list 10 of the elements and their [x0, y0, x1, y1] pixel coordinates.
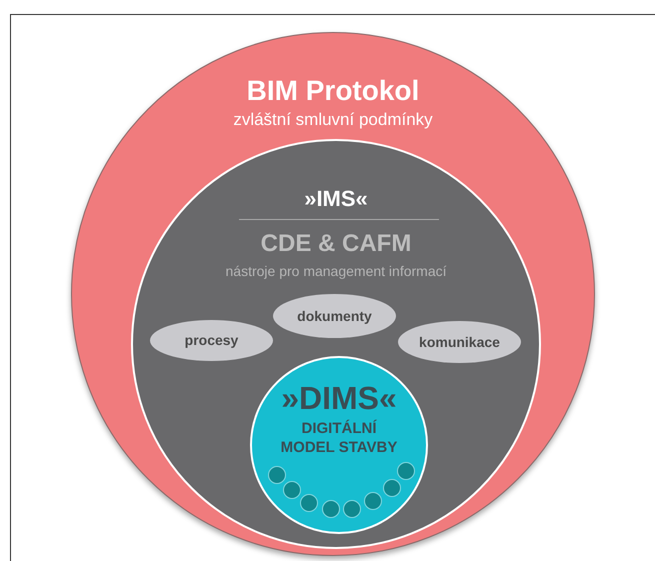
circle-title: »IMS«	[303, 185, 369, 212]
oval-text: komunikace	[419, 332, 500, 352]
circle-subtitle: DIGITÁLNÍ MODEL STAVBY	[280, 420, 398, 458]
circle-heading: CDE & CAFM	[260, 229, 412, 259]
circle-title: »DIMS«	[280, 379, 398, 418]
circle-title: BIM Protokol	[246, 74, 420, 108]
oval-text: procesy	[184, 331, 238, 350]
circle-subtitle: nástroje pro management informací	[224, 263, 448, 280]
circle-subtitle: zvláštní smluvní podmínky	[232, 109, 434, 130]
oval-text: dokumenty	[297, 306, 372, 326]
